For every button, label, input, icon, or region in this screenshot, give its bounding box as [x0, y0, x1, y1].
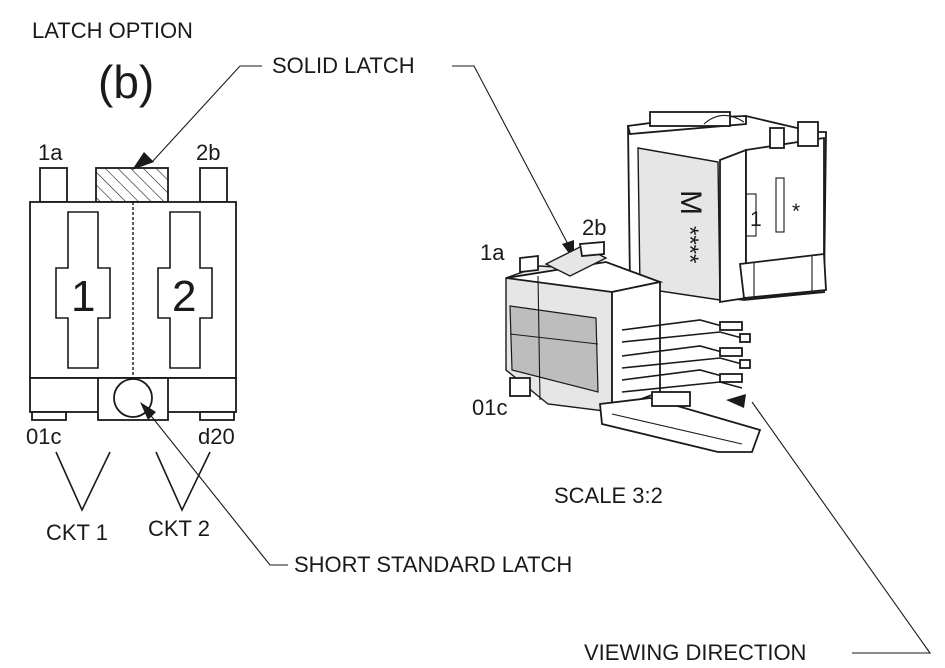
latch-option-title: LATCH OPTION — [32, 18, 193, 43]
short-standard-latch-label: SHORT STANDARD LATCH — [294, 552, 572, 577]
label-d20: d20 — [198, 424, 235, 449]
mark-m: M — [674, 190, 707, 215]
iso-label-1a: 1a — [480, 240, 505, 265]
pin-1a — [39, 167, 68, 203]
mark-one: 1 — [750, 208, 762, 231]
label-2b: 2b — [196, 140, 220, 165]
iso-label-2b: 2b — [582, 215, 606, 240]
scale-label: SCALE 3:2 — [554, 483, 663, 508]
iso-label-01c: 01c — [472, 395, 507, 420]
cavity-2 — [157, 211, 213, 369]
viewing-direction-label: VIEWING DIRECTION — [584, 640, 806, 665]
cavity-1 — [55, 211, 111, 369]
solid-latch — [95, 167, 169, 203]
mark-stars: **** — [676, 226, 703, 263]
label-01c: 01c — [26, 424, 61, 449]
short-latch-callout: SHORT STANDARD LATCH — [140, 402, 572, 577]
ckt1-bracket — [55, 451, 111, 512]
iso-view: M **** 1 * — [472, 111, 827, 453]
circuit-number-2: 2 — [172, 272, 196, 321]
circuit-number-1: 1 — [71, 272, 95, 321]
solid-latch-label: SOLID LATCH — [272, 53, 415, 78]
label-1a: 1a — [38, 140, 63, 165]
ckt2-bracket — [155, 451, 211, 512]
option-letter: (b) — [98, 56, 154, 108]
pin-01c — [31, 411, 67, 421]
label-ckt2: CKT 2 — [148, 516, 210, 541]
label-ckt1: CKT 1 — [46, 520, 108, 545]
pin-2b — [199, 167, 228, 203]
mark-star: * — [792, 200, 800, 223]
pin-d20 — [199, 411, 235, 421]
contact-pins — [621, 319, 751, 393]
top-view: 1 2 1a 2b 01c d20 CKT 1 CKT 2 — [26, 140, 237, 545]
viewing-direction-callout: VIEWING DIRECTION — [584, 394, 932, 665]
solid-latch-callout: SOLID LATCH — [132, 53, 574, 260]
